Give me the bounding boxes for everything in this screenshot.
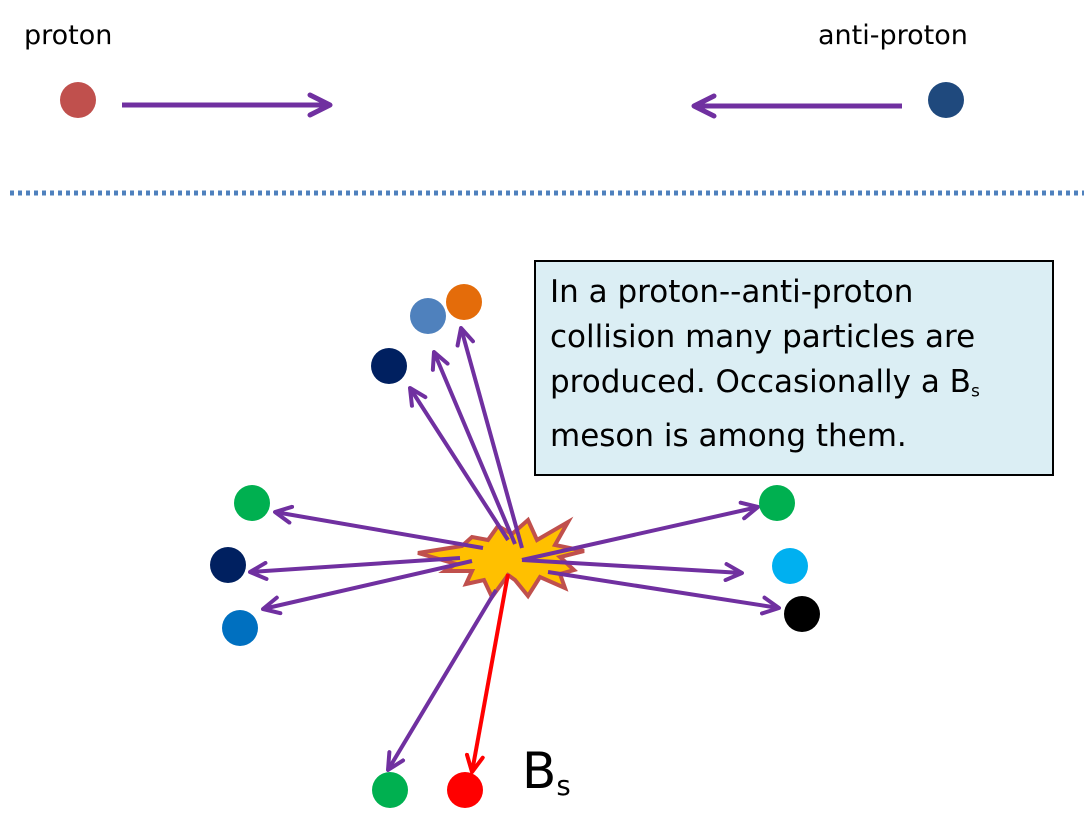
arrow-to-navy-left xyxy=(248,556,461,581)
callout-line-4: meson is among them. xyxy=(550,418,907,455)
arrow-to-navy-top xyxy=(408,386,510,542)
proton-label: proton xyxy=(24,20,113,51)
bs-label-subscript: s xyxy=(556,769,571,802)
arrow-to-green-right xyxy=(521,500,760,562)
particle-cyan-right xyxy=(772,548,808,584)
arrow-to-black-right xyxy=(547,570,781,616)
antiproton-particle xyxy=(928,82,964,118)
arrow-to-green-left xyxy=(273,504,484,550)
arrow-to-green-bottom xyxy=(386,588,498,772)
callout-line-2: collision many particles are xyxy=(550,319,976,355)
particle-green-left xyxy=(234,485,270,521)
particle-green-right xyxy=(759,485,795,521)
particle-light-blue-top xyxy=(410,298,446,334)
callout-subscript: s xyxy=(970,381,980,402)
particle-green-bottom xyxy=(372,772,408,808)
particles xyxy=(210,284,820,808)
particle-navy-left xyxy=(210,547,246,583)
callout-line-1: In a proton--anti-proton xyxy=(550,274,914,310)
explanation-callout: In a proton--anti-proton collision many … xyxy=(534,260,1054,476)
proton-particle xyxy=(60,82,96,118)
particle-bs xyxy=(447,772,483,808)
antiproton-label: anti-proton xyxy=(818,20,968,51)
arrow-to-bs xyxy=(464,573,510,774)
arrow-to-lightblue-top xyxy=(430,350,517,545)
arrow-to-blue-left xyxy=(261,559,473,616)
particle-navy-top xyxy=(371,348,407,384)
bs-label-main: B xyxy=(522,742,557,800)
callout-line-3-text: produced. Occasionally a B xyxy=(550,364,971,400)
arrow-to-cyan-right xyxy=(521,558,744,583)
callout-line-3: produced. Occasionally a Bs xyxy=(550,360,1052,414)
bs-meson-label: Bs xyxy=(522,742,571,802)
particle-black-right xyxy=(784,596,820,632)
particle-arrows xyxy=(248,326,781,774)
arrow-to-orange-top xyxy=(455,326,524,549)
particle-blue-left xyxy=(222,610,258,646)
particle-orange-top xyxy=(446,284,482,320)
